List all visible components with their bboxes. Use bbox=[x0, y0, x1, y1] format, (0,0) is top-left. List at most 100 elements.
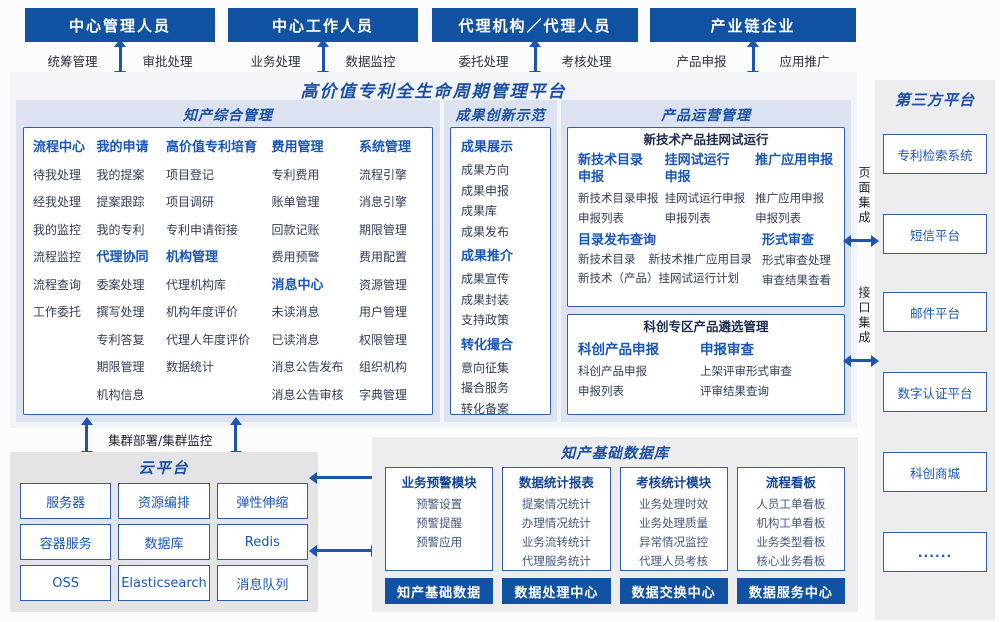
module-item: 成果发布 bbox=[461, 224, 510, 239]
module-item: 资源管理 bbox=[359, 277, 408, 292]
module-column: 挂网试运行 申报挂网试运行申报申报列表 bbox=[665, 152, 755, 228]
module-item: 费用预警 bbox=[271, 250, 320, 264]
cloud-platform-title: 云平台 bbox=[138, 459, 190, 477]
module-column: 费用管理专利费用账单管理回款记账费用预警消息中心未读消息已读消息消息公告发布消息… bbox=[272, 134, 358, 408]
actor-roles: 委托处理考核处理 bbox=[432, 51, 638, 70]
module-group-header: 挂网试运行 申报 bbox=[664, 153, 730, 185]
module-item: 流程监控 bbox=[33, 250, 82, 264]
section-title: 成果创新示范 bbox=[455, 108, 546, 124]
role-label: 审批处理 bbox=[142, 54, 193, 69]
module-item: 撮合服务 bbox=[461, 381, 510, 395]
module-group-header: 新技术目录 申报 bbox=[578, 153, 644, 185]
third-party-systems: 专利检索系统短信平台邮件平台数字认证平台科创商城...... bbox=[875, 80, 995, 620]
actor-group: 代理机构／代理人员委托处理考核处理 bbox=[432, 8, 638, 72]
module-item: 上架评审形式审查 bbox=[700, 364, 792, 378]
module-item: 申报列表 bbox=[578, 384, 624, 398]
module-item: 消息公告审核 bbox=[271, 387, 344, 402]
module-group-header: 高价值专利培育 bbox=[166, 140, 258, 155]
role-label: 考核处理 bbox=[561, 54, 612, 69]
module-item: 提案情况统计 bbox=[521, 497, 591, 511]
platform-title: 高价值专利全生命周期管理平台 bbox=[300, 82, 567, 102]
third-party-system: 专利检索系统 bbox=[883, 134, 987, 174]
module-item: 申报列表 bbox=[755, 211, 802, 225]
double-arrow-horizontal-icon bbox=[850, 239, 872, 242]
module-item: 代理服务统计 bbox=[521, 554, 591, 568]
module-column: 我的申请我的提案提案跟踪我的专利代理协同委案处理撰写处理专利答复期限管理机构信息 bbox=[97, 134, 165, 408]
module-group: 成果展示成果方向成果申报成果库成果发布 bbox=[461, 135, 550, 242]
module-item: 预警应用 bbox=[416, 535, 463, 549]
double-arrow-vertical-icon bbox=[234, 424, 237, 452]
module-column: 系统管理流程引擎消息引擎期限管理费用配置资源管理用户管理权限管理组织机构字典管理 bbox=[359, 134, 423, 408]
module-item: 新技术推广应用目录 bbox=[648, 252, 753, 266]
module-group-header: 形式审查 bbox=[762, 233, 815, 248]
module-item: 提案跟踪 bbox=[96, 195, 145, 209]
ip-database-panel: 知产基础数据库 业务预警模块预警设置预警提醒预警应用知产基础数据数据统计报表提案… bbox=[372, 437, 858, 612]
actor-roles: 业务处理 数据监控 bbox=[228, 51, 418, 70]
double-arrow-vertical-icon bbox=[118, 46, 122, 72]
third-party-system: ...... bbox=[883, 532, 987, 572]
database-module: 数据统计报表提案情况统计办理情况统计业务流转统计代理服务统计数据处理中心 bbox=[502, 467, 611, 604]
module-item: 项目调研 bbox=[166, 195, 215, 209]
role-label: 数据监控 bbox=[345, 54, 396, 69]
module-item: 委案处理 bbox=[96, 277, 145, 292]
cloud-service: Redis bbox=[216, 524, 308, 560]
module-item: 意向征集 bbox=[461, 360, 510, 375]
module-group-header: 消息中心 bbox=[271, 277, 324, 293]
module-item: 成果库 bbox=[461, 204, 498, 218]
third-party-system: 邮件平台 bbox=[883, 292, 987, 332]
module-columns: 科创产品申报科创产品申报申报列表申报审查上架评审形式审查评审结果查询 bbox=[568, 339, 844, 401]
actor-title: 产业链企业 bbox=[650, 8, 856, 42]
module-item: 我的提案 bbox=[96, 167, 145, 182]
section-ip-management: 知产综合管理 流程中心待我处理经我处理我的监控流程监控流程查询工作委托我的申请我… bbox=[16, 100, 440, 422]
cloud-service: 服务器 bbox=[20, 483, 112, 519]
platform-container: 高价值专利全生命周期管理平台 知产综合管理 流程中心待我处理经我处理我的监控流程… bbox=[10, 72, 857, 428]
actor-roles: 统筹管理审批处理 bbox=[25, 51, 215, 70]
role-label: 业务处理 bbox=[250, 54, 301, 69]
module-group-header: 推广应用申报 bbox=[755, 153, 834, 168]
database-module: 考核统计模块业务处理时效业务处理质量异常情况监控代理人员考核数据交换中心 bbox=[619, 467, 728, 604]
module-item: 费用配置 bbox=[359, 250, 408, 264]
module-item: 账单管理 bbox=[271, 195, 320, 209]
database-module: 流程看板人员工单看板机构工单看板业务类型看板核心业务看板数据服务中心 bbox=[736, 467, 845, 604]
module-item: 成果宣传 bbox=[461, 272, 510, 286]
double-arrow-horizontal-icon bbox=[850, 359, 872, 362]
cloud-service: 容器服务 bbox=[20, 524, 112, 560]
module-groups: 成果展示成果方向成果申报成果库成果发布成果推介成果宣传成果封装支持政策转化撮合意… bbox=[451, 128, 550, 419]
module-column: 推广应用申报推广应用申报申报列表 bbox=[755, 152, 834, 228]
module-group-header: 流程中心 bbox=[33, 140, 86, 155]
double-arrow-horizontal-icon bbox=[316, 549, 372, 552]
module-box: 数据统计报表提案情况统计办理情况统计业务流转统计代理服务统计 bbox=[502, 467, 611, 571]
module-row: 目录发布查询 新技术目录 新技术推广应用目录 新技术（产品）挂网试运行计划 形式… bbox=[568, 231, 844, 290]
module-item: 数据统计 bbox=[166, 360, 215, 374]
cloud-service: Elasticsearch bbox=[118, 565, 210, 601]
cloud-service: 弹性伸缩 bbox=[216, 483, 308, 519]
ip-database-title: 知产基础数据库 bbox=[560, 446, 670, 462]
module-item: 挂网试运行申报 bbox=[664, 191, 746, 205]
module-item: 专利申请衔接 bbox=[166, 222, 239, 237]
module-item: 用户管理 bbox=[359, 305, 408, 319]
module-group-header: 费用管理 bbox=[271, 140, 324, 155]
module-item: 核心业务看板 bbox=[756, 554, 826, 568]
module-item: 回款记账 bbox=[271, 222, 320, 237]
module-item: 待我处理 bbox=[33, 167, 82, 182]
module-group-header: 代理协同 bbox=[96, 250, 149, 265]
module-item: 新技术目录申报 bbox=[578, 191, 659, 205]
actor-title: 中心工作人员 bbox=[228, 8, 418, 42]
module-item: 专利费用 bbox=[271, 167, 320, 182]
module-item: 消息公告发布 bbox=[271, 360, 344, 374]
module-box: 流程中心待我处理经我处理我的监控流程监控流程查询工作委托我的申请我的提案提案跟踪… bbox=[23, 127, 433, 415]
module-item: 办理情况统计 bbox=[521, 516, 591, 530]
module-item: 新技术（产品）挂网试运行计划 bbox=[578, 271, 739, 285]
actor-group: 中心管理人员统筹管理审批处理 bbox=[25, 8, 215, 72]
module-item: 我的监控 bbox=[33, 222, 82, 237]
api-integration-label: 接口集成 bbox=[857, 286, 871, 346]
double-arrow-vertical-icon bbox=[751, 46, 755, 72]
module-item: 形式审查处理 bbox=[762, 253, 831, 267]
module-header: 考核统计模块 bbox=[636, 475, 712, 490]
subbox-title: 科创专区产品遴选管理 bbox=[643, 319, 769, 334]
third-party-title: 第三方平台 bbox=[894, 91, 975, 109]
section-title: 知产综合管理 bbox=[183, 108, 273, 124]
third-party-system: 短信平台 bbox=[883, 214, 987, 254]
module-item: 消息引擎 bbox=[359, 195, 408, 209]
